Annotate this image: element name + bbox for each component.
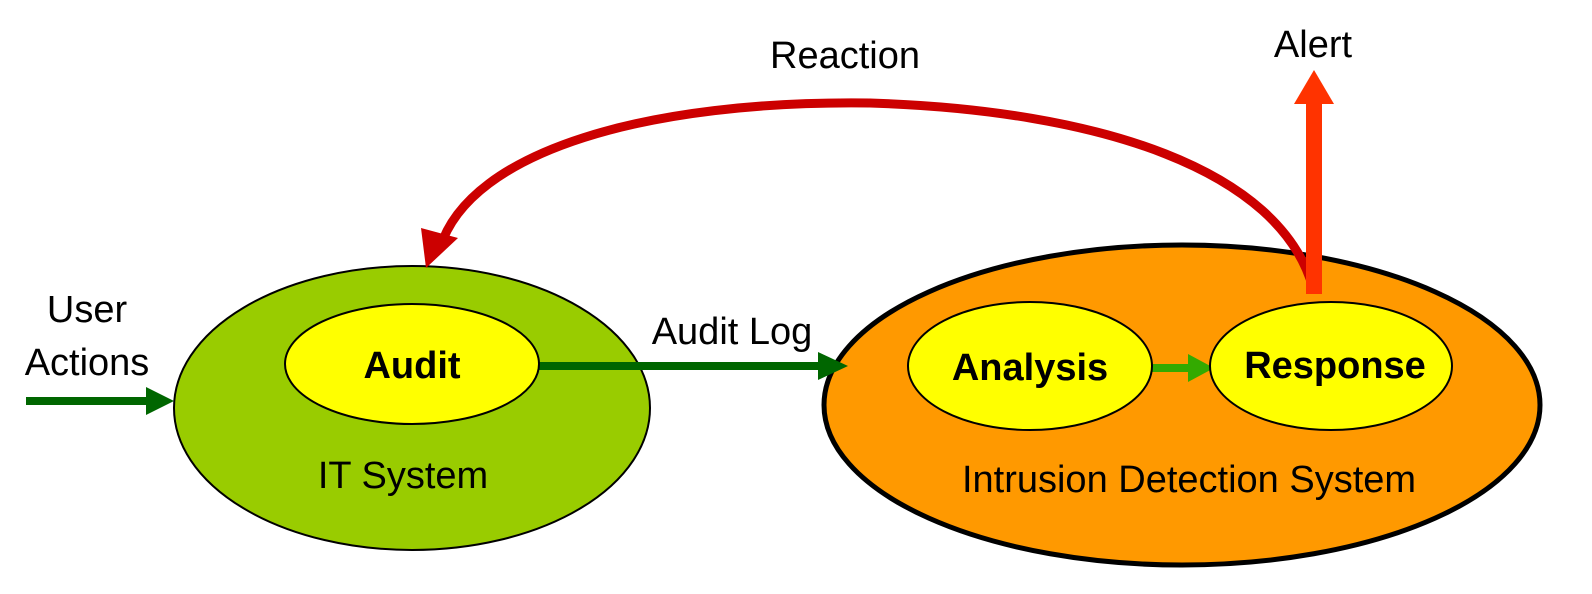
audit-label: Audit <box>363 345 460 387</box>
audit-ellipse <box>284 303 540 425</box>
reaction-arrowhead <box>421 228 458 268</box>
response-label: Response <box>1244 345 1426 387</box>
user-actions-label-line2: Actions <box>25 342 150 384</box>
analysis-label: Analysis <box>952 347 1108 389</box>
alert-label: Alert <box>1274 24 1353 66</box>
audit-log-label: Audit Log <box>652 311 813 353</box>
reaction-label: Reaction <box>770 35 920 77</box>
audit-log-arrowhead <box>818 352 848 380</box>
analysis-response-arrow-shaft <box>1152 364 1192 372</box>
user-actions-label-line1: User <box>47 289 128 331</box>
user-actions-arrowhead <box>146 387 174 415</box>
alert-arrow-shaft <box>1306 104 1322 294</box>
ids-ellipse <box>821 242 1543 568</box>
analysis-response-arrowhead <box>1188 354 1214 382</box>
reaction-arrow <box>435 98 1318 290</box>
audit-log-arrow-shaft <box>538 362 822 370</box>
analysis-ellipse <box>907 301 1153 431</box>
alert-arrowhead <box>1294 70 1334 104</box>
it-system-label: IT System <box>318 455 488 497</box>
ids-label: Intrusion Detection System <box>962 459 1416 501</box>
response-ellipse <box>1209 301 1453 431</box>
user-actions-arrow-shaft <box>26 397 152 405</box>
